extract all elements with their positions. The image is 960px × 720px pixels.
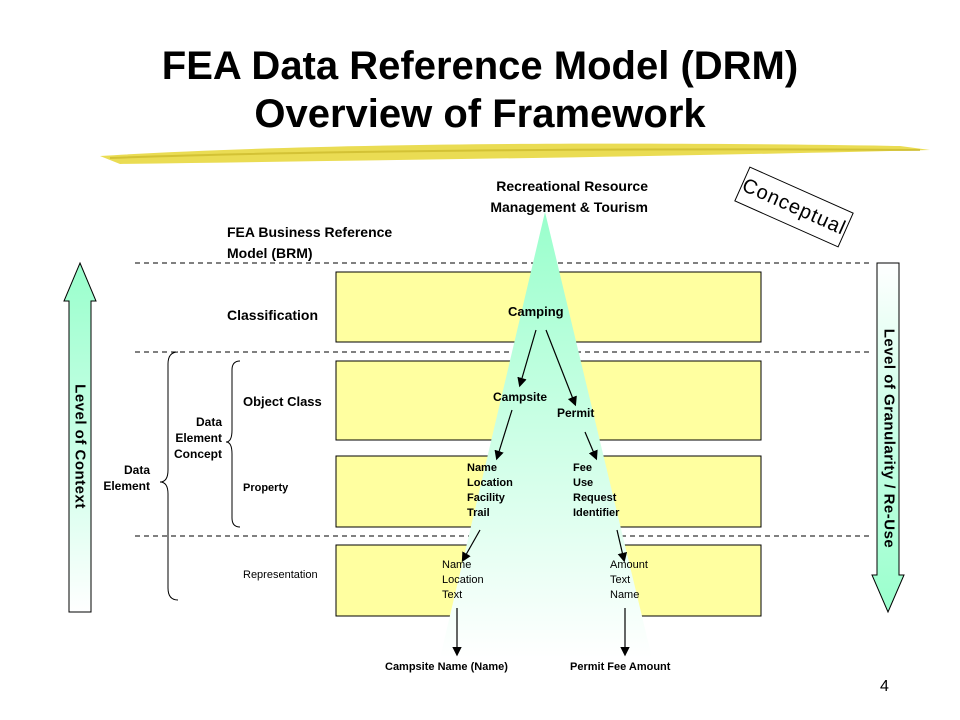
campsite-representation-item: Location [442, 574, 484, 586]
brace-data-element-concept [225, 360, 241, 528]
campsite-properties-list: Name Location Facility Trail [467, 461, 513, 521]
node-camping: Camping [508, 304, 564, 319]
arrow-campsite-properties [494, 409, 513, 461]
campsite-representations-list: Name Location Text [442, 558, 484, 603]
level-of-granularity-label: Level of Granularity / Re-Use [880, 328, 898, 549]
permit-property-item: Fee [573, 462, 592, 474]
campsite-property-item: Facility [467, 492, 505, 504]
permit-property-item: Request [573, 492, 617, 504]
permit-representation-item: Amount [610, 559, 648, 571]
permit-properties-list: Fee Use Request Identifier [573, 461, 619, 521]
arrow-permit-representations [616, 529, 628, 563]
title-line-1: FEA Data Reference Model (DRM) [161, 44, 799, 88]
data-element-concept-word-1: Data [195, 415, 222, 429]
apex-label-line-1: Recreational Resource [496, 178, 648, 194]
arrow-campsite-representations [461, 529, 481, 563]
level-of-context-arrow [63, 261, 97, 613]
data-element-concept-word-2: Element [175, 431, 222, 445]
brm-label-line-1: FEA Business Reference [227, 224, 393, 240]
permit-representation-item: Text [610, 574, 631, 586]
output-permit-fee-amount: Permit Fee Amount [570, 661, 671, 673]
arrow-permit-properties [584, 431, 598, 461]
data-element-concept-word-3: Concept [174, 447, 222, 461]
level-classification: Classification [227, 307, 319, 323]
level-representation: Representation [243, 569, 318, 581]
permit-representations-list: Amount Text Name [610, 558, 648, 603]
campsite-property-item: Trail [467, 507, 490, 519]
title-line-2: Overview of Framework [254, 92, 706, 136]
arrow-camping-campsite [517, 329, 537, 388]
campsite-representation-item: Text [442, 589, 463, 601]
data-element-word-1: Data [123, 463, 150, 477]
permit-property-item: Use [573, 477, 594, 489]
arrow-camping-permit [545, 329, 577, 407]
output-campsite-name: Campsite Name (Name) [385, 661, 508, 673]
page-number: 4 [880, 678, 889, 695]
campsite-property-item: Name [467, 462, 497, 474]
node-permit: Permit [557, 406, 595, 420]
permit-representation-item: Name [610, 589, 640, 601]
node-campsite: Campsite [493, 390, 548, 404]
campsite-property-item: Location [467, 477, 513, 489]
permit-property-item: Identifier [573, 507, 620, 519]
title-underline-brush-detail [109, 148, 921, 159]
level-of-context-label: Level of Context [71, 384, 89, 509]
pyramid [440, 212, 652, 658]
campsite-representation-item: Name [442, 559, 472, 571]
level-object-class: Object Class [243, 394, 322, 409]
brm-label-line-2: Model (BRM) [227, 245, 313, 261]
level-of-granularity-arrow [871, 262, 905, 614]
brace-data-element [159, 351, 179, 601]
data-element-word-2: Element [103, 479, 150, 493]
apex-label-line-2: Management & Tourism [490, 199, 648, 215]
level-property: Property [243, 482, 289, 494]
